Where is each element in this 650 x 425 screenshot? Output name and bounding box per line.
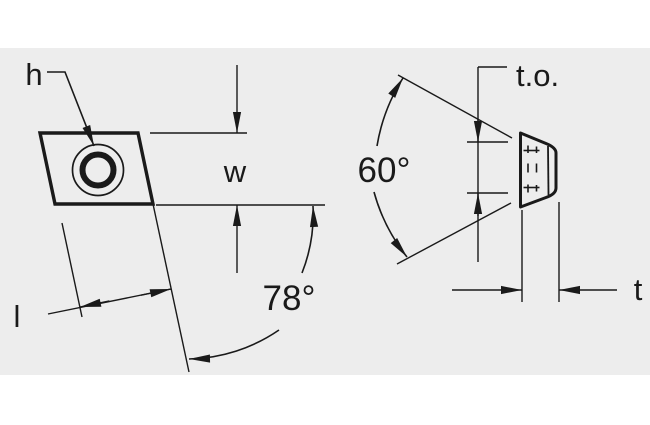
length-extension-line: [61, 222, 83, 318]
wedge-angle-leg-lower: [396, 202, 512, 265]
width-label: w: [223, 154, 247, 189]
corner-angle-arc-upper: [301, 205, 319, 274]
wedge-angle-arc-upper: [376, 77, 404, 147]
length-label: l: [14, 299, 21, 334]
side-view-outline: [519, 131, 558, 209]
corner-angle-arc-lower: [188, 329, 280, 363]
length-arrow-left: [79, 298, 110, 308]
length-arrow-right: [140, 288, 172, 298]
wedge-angle-label: 60°: [358, 151, 411, 190]
wedge-angle-leg-upper: [397, 74, 513, 139]
drawing-panel: [0, 48, 650, 375]
thickness-label: t: [634, 272, 643, 307]
side-view-facet-line: [547, 145, 550, 196]
hole-ring: [79, 151, 117, 189]
h-leader-arrow: [47, 71, 95, 147]
wedge-angle-arc-lower: [373, 191, 408, 258]
hole-outer-circle: [71, 143, 125, 197]
edge-extension-line: [152, 203, 190, 373]
corner-angle-label: 78°: [263, 279, 316, 318]
hole-label: h: [25, 57, 42, 92]
top-offset-label: t.o.: [516, 58, 559, 93]
hole-hidden-lines: [523, 145, 540, 193]
